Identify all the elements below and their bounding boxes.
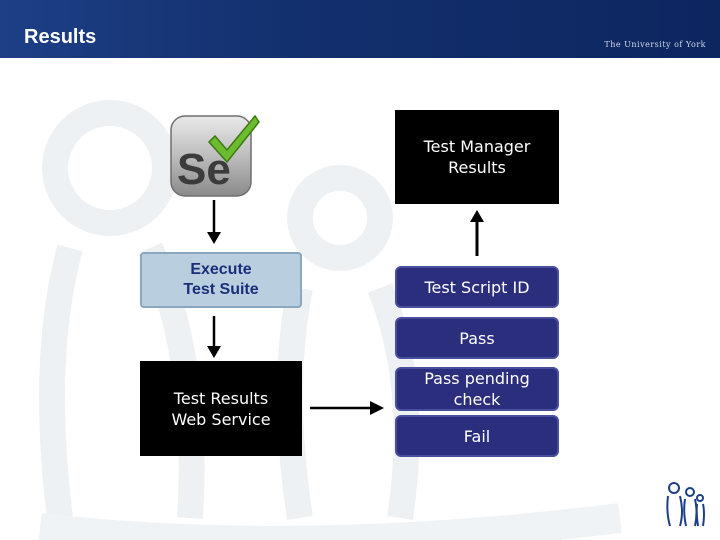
- field-pass: Pass: [395, 317, 559, 359]
- university-logo-text: The University of York: [604, 40, 706, 49]
- execute-line1: Execute: [190, 261, 252, 278]
- field-pass-label: Pass: [459, 328, 495, 348]
- test-manager-box: Test Manager Results: [395, 110, 559, 204]
- execute-test-suite-box: Execute Test Suite: [140, 252, 302, 308]
- field-test-script-id: Test Script ID: [395, 266, 559, 308]
- test-manager-line2: Results: [448, 158, 506, 177]
- field-test-script-id-label: Test Script ID: [424, 277, 530, 297]
- field-pass-pending-check: Pass pending check: [395, 367, 559, 411]
- field-fail-label: Fail: [463, 426, 491, 446]
- arrow-webservice-to-fields: [310, 401, 384, 415]
- field-pass-pending-line1: Pass pending: [424, 369, 530, 388]
- university-logo: The University of York: [604, 40, 706, 49]
- people-logo-icon: [666, 482, 705, 527]
- arrow-logo-to-execute: [207, 200, 221, 244]
- web-service-line2: Web Service: [171, 409, 271, 429]
- arrow-execute-to-webservice: [207, 316, 221, 358]
- field-fail: Fail: [395, 415, 559, 457]
- web-service-box: Test Results Web Service: [140, 361, 302, 456]
- header-bar: Results The University of York: [0, 0, 720, 58]
- field-pass-pending-line2: check: [453, 390, 501, 409]
- people-watermark: [38, 100, 622, 540]
- selenium-logo-text: Se: [177, 145, 231, 194]
- arrow-fields-to-testmanager: [470, 210, 484, 256]
- web-service-line1: Test Results: [173, 388, 269, 408]
- test-manager-line1: Test Manager: [423, 137, 531, 156]
- selenium-logo: Se: [169, 112, 261, 200]
- slide-title: Results: [24, 26, 97, 48]
- execute-line2: Test Suite: [183, 281, 259, 298]
